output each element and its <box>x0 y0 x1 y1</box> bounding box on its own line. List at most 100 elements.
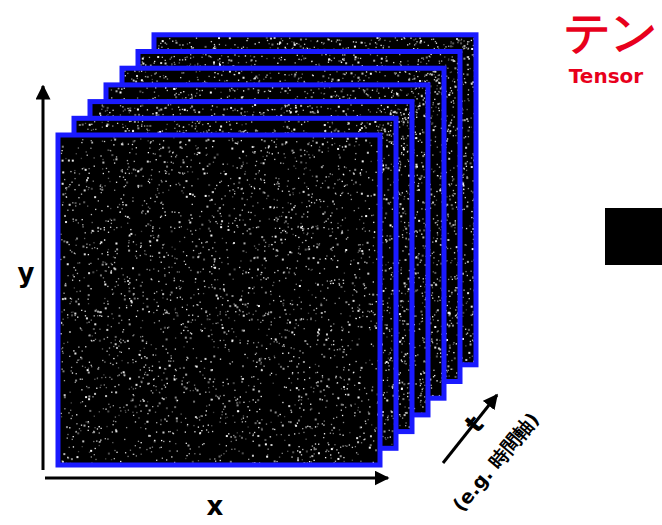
noise-dot <box>251 59 253 61</box>
noise-dot <box>472 243 473 244</box>
noise-dot <box>451 225 453 227</box>
noise-dot <box>434 347 436 349</box>
noise-dot <box>335 91 336 92</box>
noise-dot <box>301 77 302 78</box>
noise-dot <box>450 122 452 124</box>
noise-dot <box>470 344 472 346</box>
noise-dot <box>423 229 425 231</box>
noise-dot <box>419 345 420 346</box>
noise-dot <box>197 79 198 80</box>
noise-dot <box>152 98 153 99</box>
noise-dot <box>297 55 298 56</box>
noise-dot <box>468 58 469 59</box>
noise-dot <box>189 81 190 82</box>
noise-dot <box>421 234 422 235</box>
noise-dot <box>437 103 439 105</box>
noise-dot <box>437 331 438 332</box>
noise-dot <box>455 233 456 234</box>
noise-dot <box>246 62 247 63</box>
noise-dot <box>452 178 454 180</box>
noise-dot <box>435 222 436 223</box>
noise-dot <box>277 63 278 64</box>
noise-dot <box>151 75 152 76</box>
noise-dot <box>468 89 469 90</box>
noise-dot <box>471 83 473 85</box>
noise-dot <box>179 59 180 60</box>
noise-dot <box>289 75 290 76</box>
noise-dot <box>430 385 431 386</box>
noise-dot <box>142 61 143 62</box>
noise-dot <box>424 401 425 402</box>
noise-dot <box>423 131 425 133</box>
noise-dot <box>471 217 472 218</box>
noise-dot <box>453 352 454 353</box>
noise-dot <box>377 81 378 82</box>
noise-dot <box>371 40 372 41</box>
noise-dot <box>370 97 371 98</box>
noise-dot <box>467 69 468 70</box>
noise-dot <box>311 61 312 62</box>
noise-dot <box>422 406 423 407</box>
noise-dot <box>158 95 159 96</box>
noise-dot <box>323 44 324 45</box>
noise-dot <box>181 48 182 49</box>
noise-dot <box>350 95 351 96</box>
noise-dot <box>470 335 471 336</box>
noise-dot <box>423 281 424 282</box>
noise-dot <box>454 193 455 194</box>
noise-dot <box>422 302 423 303</box>
noise-dot <box>440 176 441 177</box>
noise-dot <box>471 324 472 325</box>
noise-dot <box>441 60 442 61</box>
noise-dot <box>415 105 416 106</box>
noise-dot <box>453 190 454 191</box>
noise-dot <box>433 252 434 253</box>
noise-dot <box>294 75 296 77</box>
noise-dot <box>281 57 282 58</box>
noise-dot <box>452 318 453 319</box>
noise-dot <box>420 286 421 287</box>
noise-dot <box>120 91 122 93</box>
noise-dot <box>470 315 471 316</box>
noise-dot <box>472 248 474 250</box>
noise-dot <box>204 81 205 82</box>
noise-dot <box>401 39 402 40</box>
noise-dot <box>465 271 466 272</box>
noise-dot <box>447 248 448 249</box>
noise-dot <box>416 109 417 110</box>
noise-dot <box>450 262 451 263</box>
noise-dot <box>418 258 419 259</box>
noise-dot <box>297 96 298 97</box>
noise-dot <box>304 44 305 45</box>
noise-dot <box>258 42 259 43</box>
noise-dot <box>417 272 418 273</box>
noise-dot <box>467 301 468 302</box>
noise-dot <box>458 39 460 41</box>
noise-dot <box>451 260 452 261</box>
noise-dot <box>194 65 195 66</box>
noise-dot <box>471 191 472 192</box>
noise-dot <box>422 129 423 130</box>
noise-dot <box>344 58 345 59</box>
noise-dot <box>375 47 376 48</box>
noise-dot <box>431 74 433 76</box>
noise-dot <box>349 97 350 98</box>
noise-dot <box>446 196 447 197</box>
noise-dot <box>415 364 416 365</box>
noise-dot <box>158 48 159 49</box>
noise-dot <box>415 248 416 249</box>
noise-dot <box>298 78 299 79</box>
noise-dot <box>472 277 473 278</box>
noise-dot <box>399 63 400 64</box>
noise-dot <box>436 356 438 358</box>
noise-dot <box>332 78 334 80</box>
noise-dot <box>378 40 379 41</box>
noise-dot <box>438 108 439 109</box>
noise-dot <box>449 132 451 134</box>
noise-dot <box>214 72 215 73</box>
noise-dot <box>447 324 448 325</box>
noise-dot <box>440 382 441 383</box>
noise-dot <box>268 90 269 91</box>
noise-dot <box>422 218 423 219</box>
noise-dot <box>261 56 262 57</box>
